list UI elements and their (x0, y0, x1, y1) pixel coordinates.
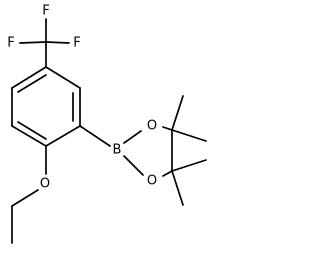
atom-o-ether: O (40, 177, 50, 192)
bond-cf-right (45, 41, 70, 44)
methyl-lower-1 (171, 159, 207, 172)
ring-bond-1 (45, 66, 81, 89)
methyl-lower-2 (171, 170, 184, 206)
atom-f-right: F (73, 36, 80, 51)
bond-b-o-upper (123, 130, 142, 144)
bond-ring-boron (79, 125, 111, 147)
bond-o-lower-c (162, 170, 173, 177)
ethoxy-group (11, 145, 47, 244)
atom-boron: B (113, 143, 122, 158)
methyl-upper-2 (171, 129, 207, 142)
bond-ether-o-ch2 (11, 189, 39, 207)
benzene-ring (11, 66, 81, 147)
ring-double-bond-c (17, 74, 47, 93)
atom-o-upper: O (147, 119, 157, 134)
dioxaborolane-ring (123, 126, 173, 177)
molecule-drawing: F F F B O O O (7, 4, 207, 244)
atom-f-left: F (7, 36, 14, 51)
methyl-groups (171, 95, 207, 206)
ring-bond-4 (11, 125, 47, 147)
bond-b-o-lower (123, 155, 144, 176)
trifluoromethyl-group (19, 18, 70, 68)
atom-f-top: F (42, 4, 49, 19)
bond-cf-left (19, 41, 47, 44)
structure-diagram: F F F B O O O (7, 3, 207, 244)
ring-double-bond-b (17, 121, 47, 140)
methyl-upper-1 (171, 95, 184, 131)
ring-bond-6 (11, 66, 47, 89)
bond-o-upper-c (162, 126, 173, 131)
ring-bond-3 (45, 125, 81, 147)
atom-o-lower: O (147, 174, 157, 189)
